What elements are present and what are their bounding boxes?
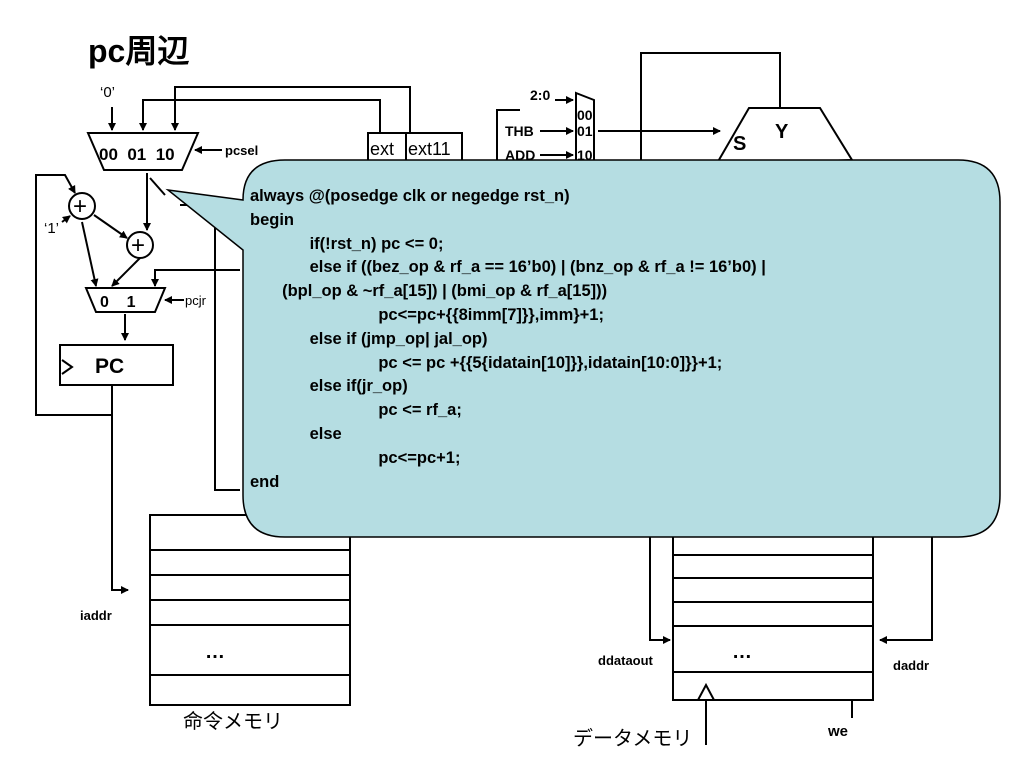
code-line: else [250, 424, 342, 443]
pcsel-label: pcsel [225, 143, 258, 158]
code-line: pc <= pc +{{5{idatain[10]}},idatain[10:0… [250, 353, 723, 372]
instruction-memory-label: 命令メモリ [183, 710, 283, 733]
mux-inputs-label: 00 01 10 [99, 145, 175, 164]
pc-register [59, 344, 174, 386]
data-memory-clock-mark [697, 682, 715, 701]
ddataout-wire [649, 520, 671, 644]
code-line: else if(jr_op) [250, 377, 408, 396]
zero-label: ‘0’ [100, 84, 115, 101]
code-line: if(!rst_n) pc <= 0; [250, 234, 444, 253]
code-line: always @(posedge clk or negedge rst_n) [250, 187, 570, 205]
code-line: pc<=pc+{{8imm[7]}},imm}+1; [250, 305, 604, 324]
data-memory-label: データメモリ [573, 727, 692, 750]
verilog-code: always @(posedge clk or negedge rst_n) b… [250, 185, 950, 494]
adder-1 [68, 192, 96, 220]
ext11-to-mux-wire [171, 86, 411, 133]
ext11-label: ext11 [408, 139, 451, 159]
adder1-to-pcjr-mux-wire [81, 221, 99, 287]
pcjr-mux [84, 287, 167, 313]
code-callout [165, 159, 1001, 538]
adder-1-plus: + [73, 193, 87, 220]
slide-title: pc周辺 [88, 33, 190, 69]
instruction-memory [149, 514, 351, 706]
pc-label: PC [95, 355, 124, 378]
code-line: else if ((bez_op & rf_a == 16’b0) | (bnz… [250, 258, 766, 277]
sel-bits-corner [496, 109, 520, 165]
code-line: else if (jmp_op| jal_op) [250, 329, 488, 348]
code-line: begin [250, 210, 294, 229]
adder-2 [126, 231, 154, 259]
ext-to-mux-wire [139, 99, 381, 133]
ext-label: ext [370, 139, 394, 159]
mux-00-label: 00 [577, 107, 593, 123]
mux-to-callout-wire [149, 177, 166, 196]
code-line: pc<=pc+1; [250, 448, 461, 467]
data-memory-rows [673, 554, 873, 673]
sel-bits-label: 2:0 [530, 87, 550, 103]
thb-label: THB [505, 123, 534, 139]
rf-to-pcjr-mux-wire [151, 269, 240, 287]
alu-feedback-wire [640, 52, 781, 175]
add-label: ADD [505, 147, 535, 163]
daddr-wire [879, 520, 933, 644]
alu-y-label: Y [775, 121, 789, 143]
data-memory-dots: … [732, 641, 752, 663]
mux-01-label: 01 [577, 123, 593, 139]
bus-wire [180, 204, 240, 491]
daddr-label: daddr [893, 658, 929, 673]
adder1-to-adder2-wire [93, 214, 128, 239]
iaddr-wire [111, 385, 129, 594]
instruction-memory-dots: … [205, 641, 225, 663]
data-memory [672, 524, 874, 701]
pc-clock-mark [61, 359, 74, 375]
we-label: we [827, 723, 848, 740]
instruction-memory-rows [150, 549, 350, 676]
one-input-wire [61, 215, 71, 224]
pcjr-label: pcjr [185, 293, 207, 308]
pcsel-mux [86, 132, 200, 171]
pcjr-mux-inputs-label: 0 1 [100, 294, 136, 311]
mux-10-label: 10 [577, 147, 593, 163]
alu-s-label: S [733, 133, 746, 155]
iaddr-label: iaddr [80, 608, 112, 623]
adder2-to-pcjr-mux-wire [111, 257, 141, 287]
adder-2-plus: + [131, 232, 145, 259]
code-line: pc <= rf_a; [250, 401, 462, 420]
ddataout-label: ddataout [598, 653, 654, 668]
code-line: end [250, 472, 280, 491]
one-label: ‘1’ [44, 220, 59, 237]
code-line: (bpl_op & ~rf_a[15]) | (bmi_op & rf_a[15… [250, 282, 608, 301]
